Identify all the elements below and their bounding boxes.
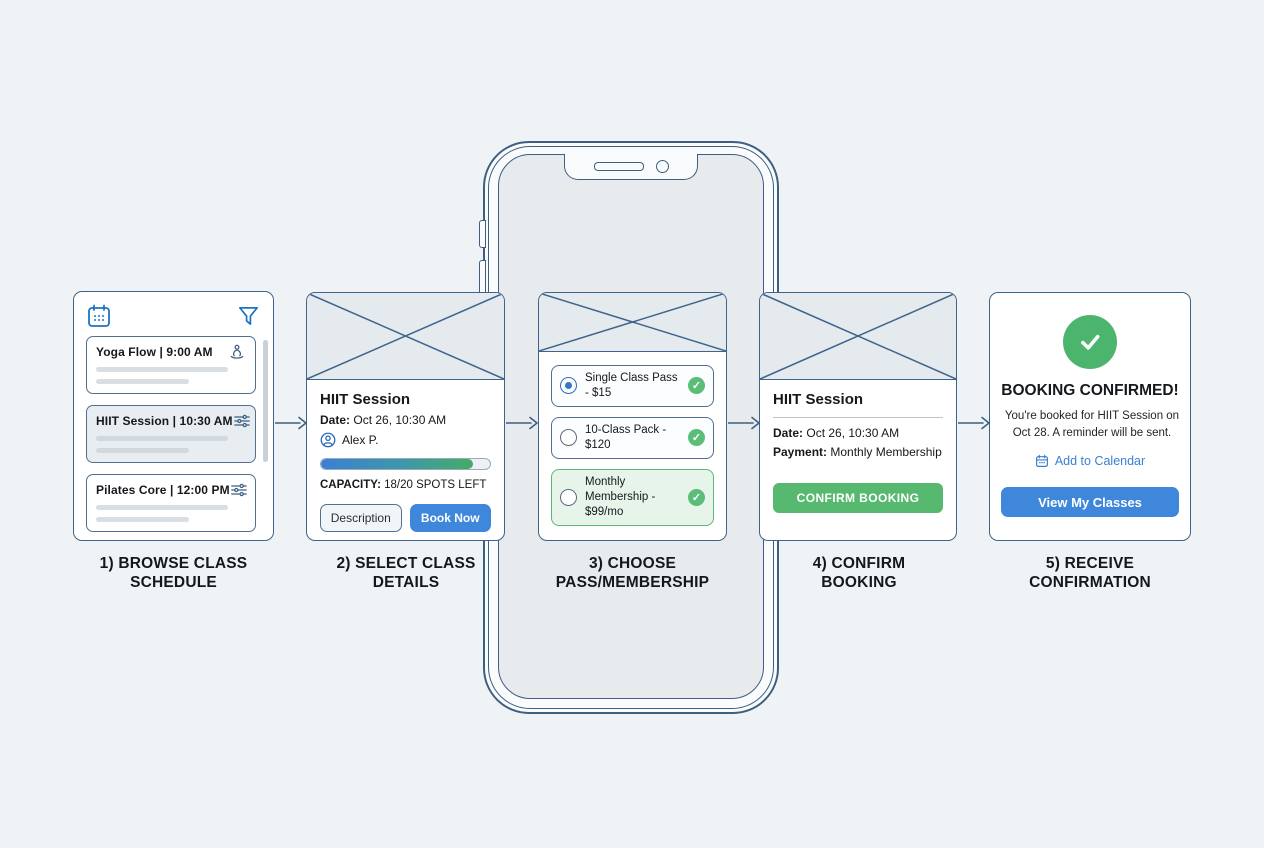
image-placeholder — [307, 293, 504, 380]
date-label: Date: — [320, 413, 351, 427]
phone-volume-button — [479, 220, 486, 248]
class-list-item-yoga[interactable]: Yoga Flow | 9:00 AM — [86, 336, 256, 394]
pass-option-single[interactable]: Single Class Pass - $15 ✓ — [551, 365, 714, 407]
pass-option-label: Single Class Pass - $15 — [585, 372, 678, 399]
class-list-item-hiit-selected[interactable]: HIIT Session | 10:30 AM — [86, 405, 256, 463]
skeleton-line — [96, 517, 189, 522]
description-button[interactable]: Description — [320, 504, 402, 532]
calendar-icon — [1035, 454, 1049, 468]
skeleton-line — [96, 367, 228, 372]
phone-notch — [564, 154, 698, 180]
class-title: HIIT Session — [773, 391, 864, 408]
confirm-date: Date: Oct 26, 10:30 AM — [773, 426, 943, 440]
panel-choose-pass: Single Class Pass - $15 ✓ 10-Class Pack … — [538, 292, 727, 541]
panel-browse-schedule: Yoga Flow | 9:00 AM HIIT Session | 10:30… — [73, 291, 274, 541]
skeleton-line — [96, 505, 228, 510]
divider — [773, 417, 943, 418]
sliders-icon — [230, 482, 248, 498]
payment-value: Monthly Membership — [830, 445, 942, 459]
panel-confirm-booking: HIIT Session Date: Oct 26, 10:30 AM Paym… — [759, 292, 957, 541]
class-item-label: Yoga Flow | 9:00 AM — [96, 345, 213, 359]
pass-option-monthly[interactable]: Monthly Membership - $99/mo ✓ — [551, 468, 714, 526]
skeleton-line — [96, 436, 228, 441]
flow-arrow-icon — [506, 415, 538, 431]
confirm-booking-button[interactable]: CONFIRM BOOKING — [773, 483, 943, 513]
add-to-calendar-link[interactable]: Add to Calendar — [1035, 454, 1145, 468]
date-value: Oct 26, 10:30 AM — [353, 413, 447, 427]
radio-unselected-icon[interactable] — [560, 488, 577, 506]
pass-option-label: Monthly Membership - $99/mo — [585, 475, 656, 518]
skeleton-line — [96, 448, 189, 453]
instructor-row: Alex P. — [320, 432, 491, 448]
yoga-pose-icon — [228, 344, 246, 360]
skeleton-line — [96, 379, 189, 384]
capacity-text: CAPACITY: 18/20 SPOTS LEFT — [320, 479, 491, 491]
radio-unselected-icon[interactable] — [560, 429, 577, 447]
confirmation-title: BOOKING CONFIRMED! — [1001, 382, 1179, 399]
sliders-icon — [233, 413, 251, 429]
payment-label: Payment: — [773, 445, 828, 459]
speaker-icon — [593, 162, 644, 171]
radio-selected-icon[interactable] — [560, 377, 577, 395]
step-label-4: 4) CONFIRM BOOKING — [812, 555, 906, 592]
capacity-progress-bar — [320, 458, 491, 470]
step-label-2: 2) SELECT CLASS DETAILS — [336, 555, 476, 592]
avatar-icon — [320, 432, 336, 448]
class-list-item-pilates[interactable]: Pilates Core | 12:00 PM — [86, 474, 256, 532]
class-item-label: Pilates Core | 12:00 PM — [96, 483, 230, 497]
flow-arrow-icon — [958, 415, 990, 431]
step-label-5: 5) RECEIVE CONFIRMATION — [1029, 555, 1151, 592]
filter-icon[interactable] — [237, 305, 260, 328]
flow-arrow-icon — [275, 415, 307, 431]
calendar-icon[interactable] — [86, 303, 112, 329]
panel-class-details: HIIT Session Date: Oct 26, 10:30 AM Alex… — [306, 292, 505, 541]
step-label-1: 1) BROWSE CLASS SCHEDULE — [99, 555, 248, 592]
add-to-calendar-label: Add to Calendar — [1054, 454, 1146, 469]
camera-icon — [655, 160, 669, 173]
check-circle-icon: ✓ — [688, 429, 705, 447]
image-placeholder — [760, 293, 956, 380]
confirmation-message: You're booked for HIIT Session on Oct 28… — [1004, 410, 1180, 439]
scrollbar[interactable] — [263, 340, 268, 462]
view-my-classes-button[interactable]: View My Classes — [1001, 487, 1179, 518]
instructor-name: Alex P. — [342, 433, 379, 447]
flow-arrow-icon — [728, 415, 760, 431]
pass-option-label: 10-Class Pack - $120 — [585, 423, 667, 451]
class-title: HIIT Session — [320, 391, 411, 408]
confirm-payment: Payment: Monthly Membership — [773, 445, 943, 459]
step-label-3: 3) CHOOSE PASS/MEMBERSHIP — [555, 555, 710, 592]
success-check-icon — [1063, 315, 1117, 369]
book-now-button[interactable]: Book Now — [409, 504, 491, 532]
date-label: Date: — [773, 426, 804, 440]
image-placeholder — [539, 293, 726, 352]
capacity-label: CAPACITY: — [320, 479, 381, 491]
pass-option-pack[interactable]: 10-Class Pack - $120 ✓ — [551, 416, 714, 459]
capacity-progress-fill — [321, 459, 474, 469]
panel-confirmation: BOOKING CONFIRMED! You're booked for HII… — [989, 292, 1191, 541]
class-item-label: HIIT Session | 10:30 AM — [96, 414, 233, 428]
date-value: Oct 26, 10:30 AM — [806, 426, 900, 440]
class-date: Date: Oct 26, 10:30 AM — [320, 413, 491, 427]
capacity-value: 18/20 SPOTS LEFT — [384, 479, 487, 491]
check-circle-icon: ✓ — [688, 488, 705, 506]
check-circle-icon: ✓ — [688, 377, 705, 395]
